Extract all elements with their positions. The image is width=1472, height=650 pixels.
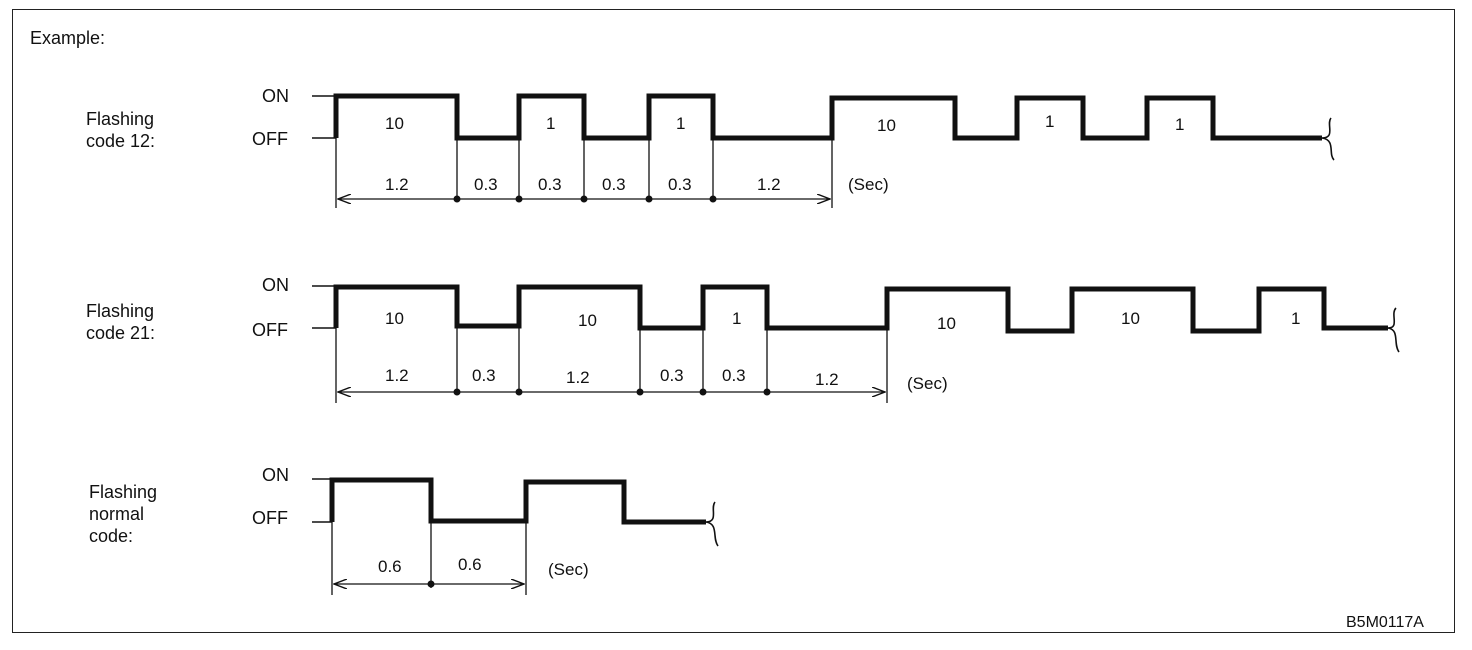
row-normal-code: Flashing normal code: ON OFF 0.6 0.6 (Se… (89, 465, 719, 595)
row-name-line: Flashing (86, 301, 154, 321)
break-mark (705, 501, 719, 547)
seconds-unit-label: (Sec) (907, 374, 948, 393)
diagram-frame (12, 9, 1455, 633)
example-heading: Example: (30, 28, 105, 48)
duration-label: 0.3 (474, 175, 498, 194)
row-code-21: Flashing code 21: ON OFF 10 10 1 10 10 1… (86, 275, 1400, 403)
dimension-lines (335, 326, 888, 403)
off-level-label: OFF (252, 320, 288, 340)
break-mark (1321, 117, 1335, 161)
pulse-label: 1 (546, 114, 555, 133)
on-level-label: ON (262, 465, 289, 485)
duration-label: 0.3 (668, 175, 692, 194)
duration-label: 1.2 (566, 368, 590, 387)
off-level-label: OFF (252, 508, 288, 528)
junction-dot (427, 580, 435, 588)
duration-label: 0.3 (538, 175, 562, 194)
pulse-label: 1 (732, 309, 741, 328)
junction-dots (453, 388, 771, 396)
pulse-label: 10 (1121, 309, 1140, 328)
duration-label: 0.3 (722, 366, 746, 385)
duration-label: 1.2 (385, 366, 409, 385)
pulse-label: 10 (385, 309, 404, 328)
on-level-label: ON (262, 86, 289, 106)
reference-code: B5M0117A (1346, 614, 1424, 631)
break-mark (1387, 307, 1400, 353)
pulse-label: 10 (937, 314, 956, 333)
signal-waveform (333, 284, 1388, 334)
pulse-label: 10 (578, 311, 597, 330)
row-code-12: Flashing code 12: ON OFF 10 1 1 10 1 1 1… (86, 86, 1335, 208)
duration-label: 0.3 (660, 366, 684, 385)
row-name-line: normal (89, 504, 144, 524)
row-name-line: Flashing (89, 482, 157, 502)
signal-waveform (329, 477, 706, 525)
on-level-label: ON (262, 275, 289, 295)
seconds-unit-label: (Sec) (848, 175, 889, 194)
pulse-label: 1 (1045, 112, 1054, 131)
row-name-line: code 21: (86, 323, 155, 343)
row-name-line: Flashing (86, 109, 154, 129)
duration-label: 0.3 (602, 175, 626, 194)
duration-label: 1.2 (815, 370, 839, 389)
row-name-line: code: (89, 526, 133, 546)
seconds-unit-label: (Sec) (548, 560, 589, 579)
row-name-line: code 12: (86, 131, 155, 151)
junction-dots (453, 195, 717, 203)
pulse-label: 1 (676, 114, 685, 133)
dimension-lines (335, 138, 833, 208)
duration-label: 0.6 (378, 557, 402, 576)
dimension-lines (331, 521, 527, 595)
pulse-label: 10 (385, 114, 404, 133)
pulse-label: 10 (877, 116, 896, 135)
pulse-label: 1 (1175, 115, 1184, 134)
off-level-label: OFF (252, 129, 288, 149)
duration-label: 1.2 (757, 175, 781, 194)
duration-label: 0.3 (472, 366, 496, 385)
pulse-label: 1 (1291, 309, 1300, 328)
duration-label: 0.6 (458, 555, 482, 574)
duration-label: 1.2 (385, 175, 409, 194)
